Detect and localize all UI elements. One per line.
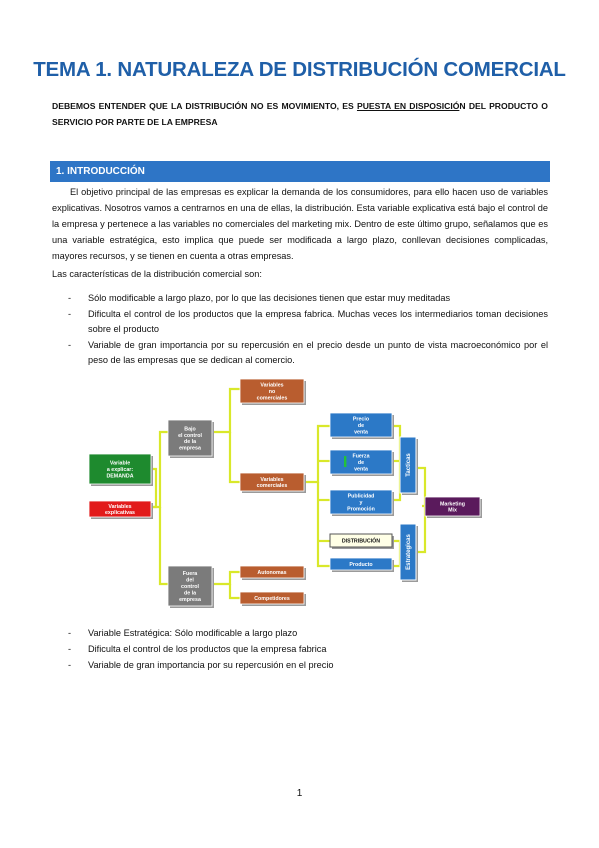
connector-bajo-no-comerciales [212, 387, 240, 434]
box-no-comerciales-label: comerciales [257, 395, 288, 401]
box-publicidad-promocion-label: y [360, 500, 363, 506]
box-precio-venta-label: de [358, 423, 364, 429]
list-item-text: Variable de gran importancia por su repe… [88, 340, 548, 365]
box-variable-explicar-label: Variable [110, 461, 130, 467]
box-distribucion: DISTRIBUCIÓN [329, 533, 394, 549]
list-item-text: Variable Estratégica: Sólo modificable a… [88, 628, 298, 638]
box-bajo-control-label: empresa [179, 446, 201, 452]
connector-tacticas-mix [416, 466, 427, 508]
box-fuera-control-label: Fuera [183, 571, 197, 577]
box-precio-venta-label: venta [354, 429, 368, 435]
section-heading: 1. INTRODUCCIÓN [50, 161, 550, 182]
box-autonomas: Autonomas [239, 565, 306, 580]
box-variable-explicar-label: DEMANDA [106, 473, 133, 479]
box-fuera-control-label: empresa [179, 597, 201, 603]
box-variables-explicativas-label: Variables [108, 504, 131, 510]
box-no-comerciales-label: no [269, 389, 276, 395]
list-item: - Dificulta el control de los productos q… [52, 307, 548, 337]
list-dash: - [68, 660, 72, 670]
box-marketing-mix-label: Mix [448, 508, 457, 514]
box-comerciales-label: comerciales [257, 483, 288, 489]
subtitle: DEBEMOS ENTENDER QUE LA DISTRIBUCIÓN NO … [52, 98, 548, 130]
list-item-text: Dificulta el control de los productos qu… [88, 309, 548, 334]
list-dash: - [68, 293, 72, 303]
box-estrategicas: Estrategicas [399, 523, 418, 582]
connector-comerciales-producto [316, 482, 330, 568]
box-producto-label: Producto [349, 562, 373, 568]
connector-explicativas-bajo [151, 430, 168, 509]
box-autonomas-label: Autonomas [257, 570, 286, 576]
box-distribucion-label: DISTRIBUCIÓN [342, 537, 380, 545]
box-bajo-control-label: de la [184, 439, 196, 445]
list-item-text: Dificulta el control de los productos qu… [88, 644, 327, 654]
box-fuera-control-label: control [181, 584, 199, 590]
list-dash: - [68, 309, 72, 319]
box-publicidad-promocion-label: Publicidad [348, 494, 375, 500]
diagram-connectors [151, 387, 427, 600]
list-item: - Sólo modificable a largo plazo, por lo … [52, 291, 548, 306]
box-estrategicas-label: Estrategicas [406, 533, 412, 569]
page-title: TEMA 1. NATURALEZA DE DISTRIBUCIÓN COMER… [33, 58, 566, 81]
characteristics-intro: Las características de la distribución c… [52, 269, 262, 279]
connector-fuera-competidores [228, 584, 240, 600]
list-dash: - [68, 644, 72, 654]
list-item: - Variable de gran importancia por su rep… [52, 658, 548, 673]
summary-list: - Variable Estratégica: Sólo modificable … [52, 626, 548, 674]
box-publicidad-promocion-label: Promoción [347, 506, 375, 512]
characteristics-list: - Sólo modificable a largo plazo, por lo … [52, 291, 548, 369]
box-tacticas: Tacticas [399, 436, 418, 495]
box-producto: Producto [329, 557, 394, 572]
box-tacticas-label: Tacticas [406, 453, 412, 477]
box-fuera-control-label: del [186, 578, 194, 584]
box-marketing-mix-label: Marketing [440, 501, 465, 507]
page-number: 1 [296, 788, 303, 799]
box-bajo-control-label: el control [178, 433, 202, 439]
box-competidores: Competidores [239, 591, 306, 606]
connector-fuera-autonomas [212, 570, 240, 586]
box-competidores-label: Competidores [254, 596, 290, 602]
intro-paragraph: El objetivo principal de las empresas es… [52, 187, 548, 261]
connector-comerciales-precio [304, 424, 330, 484]
box-fuerza-venta-label: Fuerza [352, 454, 369, 460]
box-precio-venta-label: Precio [353, 417, 370, 423]
connector-estrategicas-mix [416, 506, 427, 554]
box-comerciales-label: Variables [260, 477, 283, 483]
subtitle-text-before: DEBEMOS ENTENDER QUE LA DISTRIBUCIÓN NO … [52, 101, 357, 111]
subtitle-text-after: N DEL PRODUCTO O SERVICIO POR PARTE DE L… [52, 101, 548, 127]
connector-bajo-comerciales [228, 432, 240, 484]
list-item: - Dificulta el control de los productos q… [52, 642, 548, 657]
box-variables-explicativas-label: explicativas [105, 510, 135, 516]
box-variable-explicar-label: a explicar: [107, 467, 133, 473]
box-no-comerciales-label: Variables [260, 383, 283, 389]
fuerza-venta-accent-mark [344, 456, 347, 467]
list-item: - Variable de gran importancia por su rep… [52, 338, 548, 368]
list-dash: - [68, 628, 72, 638]
subtitle-underlined: PUESTA EN DISPOSICIÓ [356, 101, 460, 111]
box-fuerza-venta-label: venta [354, 466, 368, 472]
list-item-text: Sólo modificable a largo plazo, por lo q… [88, 293, 451, 303]
box-fuerza-venta-label: de [358, 460, 364, 466]
list-item-text: Variable de gran importancia por su repe… [88, 660, 334, 670]
box-fuera-control-label: de la [184, 590, 196, 596]
list-dash: - [68, 340, 72, 350]
list-item: - Variable Estratégica: Sólo modificable … [52, 626, 548, 641]
box-bajo-control-label: Bajo [184, 426, 196, 432]
connector-explicativas-fuera [158, 507, 168, 586]
